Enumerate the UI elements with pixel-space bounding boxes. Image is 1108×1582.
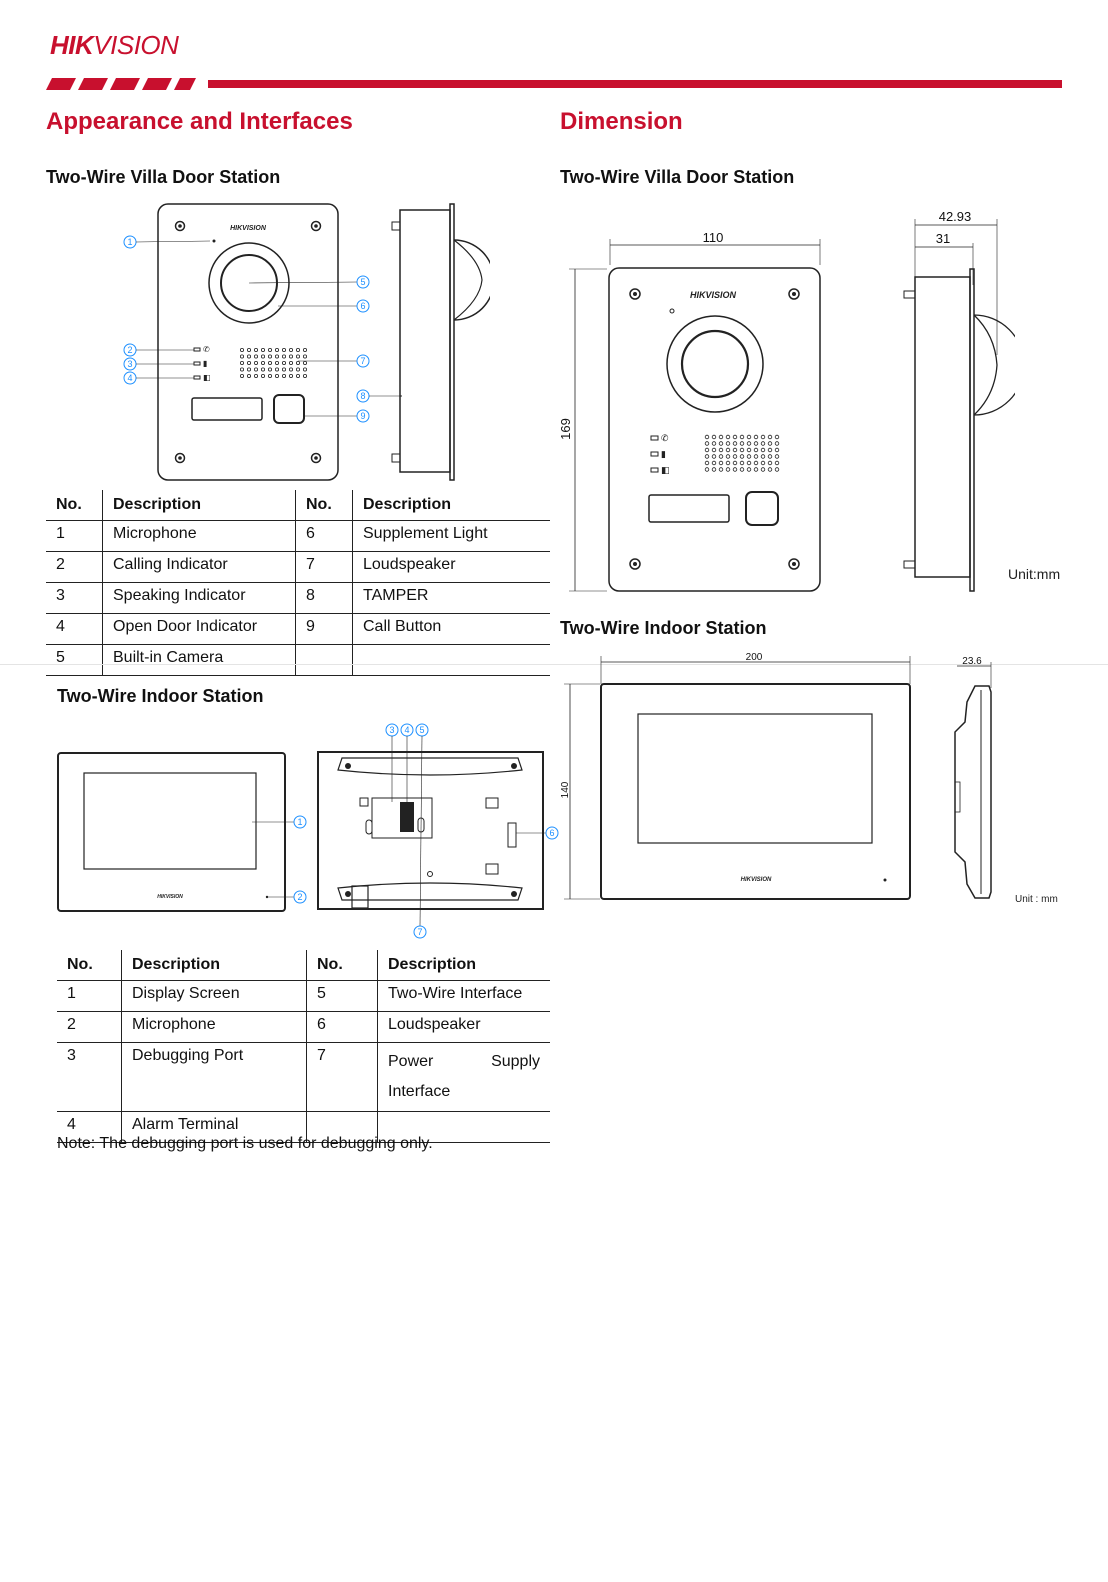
depth-body-label: 31 [936, 231, 950, 246]
unit-label-door: Unit:mm [1008, 566, 1061, 582]
svg-text:6: 6 [360, 301, 365, 311]
unit-label-indoor: Unit : mm [1015, 894, 1058, 905]
callout-markers-left: 1 2 3 4 [123, 235, 211, 385]
device-logo: HIKVISION [230, 225, 267, 232]
indoor-height-label: 140 [560, 781, 571, 798]
svg-text:✆: ✆ [203, 345, 210, 354]
screw-icon [174, 220, 186, 232]
svg-text:HIKVISION: HIKVISION [690, 290, 737, 300]
svg-text:▮: ▮ [661, 449, 666, 459]
screw-icon [788, 288, 800, 300]
svg-text:8: 8 [360, 391, 365, 401]
door-station-dimension-front: 110 169 HIKVISION ✆ ▮ ◧ [558, 230, 821, 592]
svg-text:3: 3 [127, 359, 132, 369]
door-station-side-diagram: 8 [356, 203, 490, 481]
page-separator [0, 664, 1108, 665]
svg-text:5: 5 [360, 277, 365, 287]
debug-port-note: Note: The debugging port is used for deb… [57, 1135, 433, 1152]
speaker-grille-icon [704, 434, 780, 472]
brand-stripe [46, 78, 1062, 90]
table-header-row: No. Description No. Description [57, 950, 550, 981]
svg-text:1: 1 [127, 237, 132, 247]
screw-icon [511, 891, 517, 897]
screw-icon [345, 763, 351, 769]
screw-icon [629, 558, 641, 570]
svg-text:9: 9 [360, 411, 365, 421]
speaker-grille-icon [239, 347, 307, 378]
svg-text:◧: ◧ [661, 465, 670, 475]
svg-text:2: 2 [297, 892, 302, 902]
appearance-indoor-subtitle: Two-Wire Indoor Station [57, 686, 264, 706]
screw-icon [345, 891, 351, 897]
svg-text:3: 3 [389, 725, 394, 735]
svg-text:✆: ✆ [661, 433, 669, 443]
indoor-width-label: 200 [746, 652, 763, 663]
door-station-dimension-side: 42.93 31 [903, 209, 1015, 592]
svg-text:▮: ▮ [203, 359, 207, 368]
door-station-front-diagram: HIKVISION ✆ ▮ ◧ 1 2 3 4 5 6 7 9 [123, 203, 370, 481]
brand-logo: HIKVISION [50, 30, 179, 60]
indoor-station-front-diagram: HIKVISION 1 2 [57, 752, 307, 912]
indoor-depth-label: 23.6 [962, 656, 982, 667]
svg-text:1: 1 [297, 817, 302, 827]
dimension-indoor-subtitle: Two-Wire Indoor Station [560, 618, 767, 638]
width-label: 110 [703, 230, 724, 245]
svg-text:HIKVISION: HIKVISION [741, 877, 772, 883]
svg-text:4: 4 [404, 725, 409, 735]
screw-icon [174, 452, 186, 464]
svg-text:HIKVISION: HIKVISION [157, 894, 183, 900]
depth-total-label: 42.93 [939, 209, 972, 224]
height-label: 169 [558, 418, 573, 440]
screw-icon [310, 452, 322, 464]
indoor-station-dimension-front: 200 140 HIKVISION [560, 652, 911, 900]
indoor-station-back-diagram: 3 4 5 7 6 [317, 723, 559, 939]
svg-text:4: 4 [127, 373, 132, 383]
appearance-door-subtitle: Two-Wire Villa Door Station [46, 167, 281, 187]
indoor-station-dimension-side: 23.6 [954, 656, 992, 899]
svg-text:6: 6 [549, 828, 554, 838]
dimension-door-subtitle: Two-Wire Villa Door Station [560, 167, 795, 187]
screw-icon [310, 220, 322, 232]
table-header-row: No. Description No. Description [46, 490, 550, 521]
svg-text:◧: ◧ [203, 373, 211, 382]
svg-text:7: 7 [360, 356, 365, 366]
svg-text:2: 2 [127, 345, 132, 355]
svg-text:7: 7 [417, 927, 422, 937]
appearance-title: Appearance and Interfaces [46, 108, 353, 135]
screw-icon [788, 558, 800, 570]
screw-icon [629, 288, 641, 300]
svg-text:5: 5 [419, 725, 424, 735]
dimension-title: Dimension [560, 108, 683, 135]
callout-markers-right: 5 6 7 9 [248, 275, 370, 423]
screw-icon [511, 763, 517, 769]
